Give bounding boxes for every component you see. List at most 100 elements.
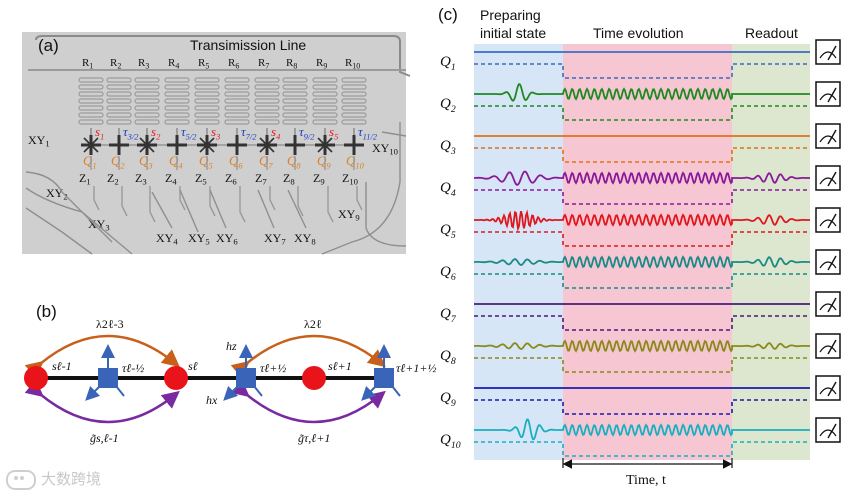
resonator-segment — [254, 119, 280, 125]
xy-line-label: XY1 — [28, 133, 50, 149]
resonator-segment — [282, 98, 308, 104]
xy-line-label: XY2 — [46, 186, 68, 202]
resonator-segment — [224, 91, 250, 97]
panel-b-label: (b) — [36, 302, 57, 321]
qubit-row-label: Q7 — [440, 306, 457, 325]
qubit-label: Q3 — [139, 153, 153, 170]
bottom-coupling-arc — [230, 379, 386, 424]
meter-needle — [827, 129, 837, 145]
spin-site — [164, 366, 188, 390]
qubit-row-label: Q10 — [440, 432, 461, 451]
resonator-segment — [194, 119, 220, 125]
resonator-meander — [106, 77, 132, 125]
resonator-segment — [106, 91, 132, 97]
resonator-segment — [194, 112, 220, 118]
qubit-cross — [81, 135, 101, 155]
qubit-label: Q9 — [317, 153, 331, 170]
coupler-label: τ11/2 — [358, 124, 378, 141]
resonator-segment — [194, 77, 220, 83]
coupler-label: τ5/2 — [181, 124, 197, 141]
qubit-row-label: Q8 — [440, 348, 456, 367]
resonator-segment — [341, 98, 367, 104]
qubit-row-label: Q1 — [440, 54, 456, 73]
resonator-segment — [312, 98, 338, 104]
resonator-segment — [341, 105, 367, 111]
resonator-segment — [254, 98, 280, 104]
spin-site — [302, 366, 326, 390]
resonator-segment — [224, 84, 250, 90]
qubit-label: Q6 — [229, 153, 243, 170]
field-arrow-x — [223, 385, 239, 401]
coupler-label: τ7/2 — [241, 124, 257, 141]
cross-d2 — [199, 137, 215, 153]
resonator-segment — [312, 84, 338, 90]
qubit-label: Q10 — [346, 153, 365, 170]
watermark: 大数跨境 — [6, 468, 101, 490]
resonator-segment — [341, 91, 367, 97]
cross-d2 — [259, 137, 275, 153]
qubit-label: Q5 — [199, 153, 213, 170]
field-arrow-x — [85, 385, 101, 401]
stage-label: initial state — [480, 25, 546, 41]
resonator-meander — [341, 77, 367, 125]
qubit-cross — [167, 135, 187, 155]
field-arrow-d — [391, 385, 401, 397]
z-control-line — [236, 156, 246, 223]
resonator-segment — [282, 112, 308, 118]
resonator-segment — [194, 105, 220, 111]
xy-line-label: XY6 — [216, 231, 238, 247]
qubit-cross — [137, 135, 157, 155]
coupler-label: s3 — [211, 124, 220, 141]
bottom-coupling-label: g̃τ,ℓ+1 — [298, 431, 330, 445]
resonator-segment — [164, 119, 190, 125]
resonator-segment — [134, 98, 160, 104]
qubit-drive-line — [474, 255, 810, 269]
qubit-label: Q2 — [111, 153, 125, 170]
field-arrow-x — [361, 385, 377, 401]
node-label: τℓ-½ — [122, 361, 144, 375]
resonator-segment — [194, 84, 220, 90]
xy-control-trace — [179, 189, 199, 233]
coupler-label: s5 — [329, 124, 338, 141]
resonator-meander — [312, 77, 338, 125]
resonator-label: R10 — [345, 57, 360, 70]
resonator-segment — [164, 105, 190, 111]
qubit-row-label: Q6 — [440, 264, 456, 283]
top-coupling-arc — [24, 334, 180, 379]
resonator-segment — [341, 77, 367, 83]
resonator-segment — [254, 91, 280, 97]
xy-control-trace — [381, 131, 407, 137]
xy-control-trace — [209, 189, 227, 229]
resonator-label: R6 — [228, 57, 239, 70]
resonator-segment — [134, 112, 160, 118]
xy-control-trace — [25, 207, 93, 255]
z-line-label: Z6 — [225, 171, 237, 187]
z-line-label: Z9 — [313, 171, 325, 187]
resonator-segment — [106, 98, 132, 104]
resonator-label: R4 — [168, 57, 179, 70]
resonator-segment — [341, 112, 367, 118]
meter-arc — [819, 303, 837, 311]
resonator-meander — [194, 77, 220, 125]
qubit-label: Q8 — [287, 153, 301, 170]
qubit-cross — [227, 135, 247, 155]
qubit-drive-line — [474, 209, 810, 232]
qubit-drive-line — [474, 339, 810, 353]
resonator-meander — [224, 77, 250, 125]
transmission-line-label: Transimission Line — [190, 37, 306, 53]
field-arrow-d — [115, 385, 125, 397]
qubit-row-label: Q3 — [440, 138, 456, 157]
stage-evolve-background — [563, 44, 732, 460]
resonator-segment — [312, 91, 338, 97]
coupler-label: s2 — [151, 124, 161, 141]
resonator-segment — [106, 112, 132, 118]
meter-arc — [819, 135, 837, 143]
meter-arc — [819, 429, 837, 437]
meter-needle — [827, 213, 837, 229]
node-label: τℓ+1+½ — [396, 361, 437, 375]
xy-line-label: XY8 — [294, 231, 316, 247]
qubit-row-label: Q4 — [440, 180, 456, 199]
qubit-row-label: Q2 — [440, 96, 456, 115]
